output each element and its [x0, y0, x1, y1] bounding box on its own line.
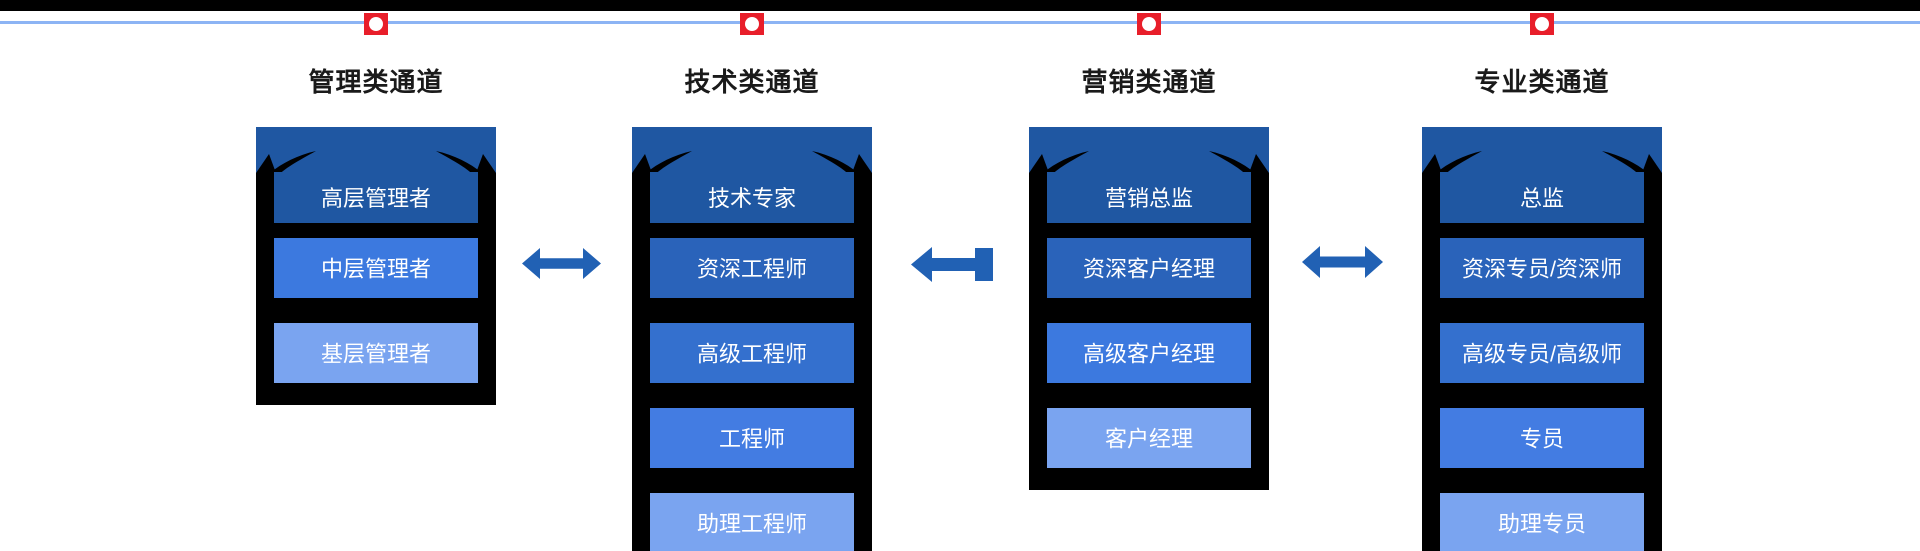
- double-arrow-shape: [522, 248, 601, 279]
- timeline-marker-technical: [740, 13, 764, 35]
- top-black-bar: [0, 0, 1920, 11]
- timeline-marker-marketing: [1137, 13, 1161, 35]
- level-box-technical-0: [650, 172, 854, 223]
- level-label-marketing-3: 客户经理: [1105, 427, 1193, 452]
- level-label-management-0: 高层管理者: [321, 186, 431, 211]
- channel-title-management: 管理类通道: [308, 67, 444, 97]
- channel-title-technical: 技术类通道: [684, 67, 820, 97]
- level-box-management-2: [274, 323, 478, 383]
- level-box-technical-1: [650, 238, 854, 298]
- cap-swoosh-left: [1043, 151, 1089, 177]
- level-box-marketing-2: [1047, 323, 1251, 383]
- level-box-professional-4: [1440, 493, 1644, 551]
- cap-swoosh-left: [646, 151, 692, 177]
- channel-cap: [632, 127, 872, 173]
- cap-swoosh-left: [270, 151, 316, 177]
- channel-cap: [1422, 127, 1662, 173]
- left-arrow-icon-technical-marketing: [911, 247, 993, 282]
- cap-corner-right: [1642, 154, 1662, 173]
- level-box-technical-4: [650, 493, 854, 551]
- level-label-technical-2: 高级工程师: [697, 342, 807, 367]
- level-label-professional-0: 总监: [1520, 186, 1564, 211]
- marker-dot-icon: [369, 17, 383, 31]
- timeline-marker-management: [364, 13, 388, 35]
- level-label-technical-3: 工程师: [719, 427, 785, 452]
- level-label-management-1: 中层管理者: [321, 257, 431, 282]
- level-box-marketing-0: [1047, 172, 1251, 223]
- marker-dot-icon: [1535, 17, 1549, 31]
- timeline-line: [0, 21, 1920, 24]
- marker-dot-icon: [1142, 17, 1156, 31]
- level-box-marketing-3: [1047, 408, 1251, 468]
- cap-corner-right: [1249, 154, 1269, 173]
- cap-swoosh-right: [1209, 151, 1255, 177]
- level-box-management-0: [274, 172, 478, 223]
- cap-swoosh-right: [1602, 151, 1648, 177]
- double-arrow-icon-marketing-professional: [1302, 246, 1383, 278]
- timeline-marker-professional: [1530, 13, 1554, 35]
- cap-swoosh-left: [1436, 151, 1482, 177]
- cap-corner-right: [476, 154, 496, 173]
- cap-swoosh-right: [436, 151, 482, 177]
- level-label-professional-1: 资深专员/资深师: [1462, 257, 1622, 282]
- level-label-marketing-2: 高级客户经理: [1083, 342, 1215, 367]
- level-label-professional-3: 专员: [1520, 427, 1564, 452]
- cap-corner-left: [1422, 154, 1442, 173]
- double-arrow-shape: [1302, 246, 1383, 278]
- level-box-marketing-1: [1047, 238, 1251, 298]
- channel-cap: [1029, 127, 1269, 173]
- level-box-professional-1: [1440, 238, 1644, 298]
- channel-title-professional: 专业类通道: [1474, 67, 1610, 97]
- level-label-marketing-1: 资深客户经理: [1083, 257, 1215, 282]
- level-label-technical-0: 技术专家: [708, 186, 796, 211]
- level-label-technical-4: 助理工程师: [697, 512, 807, 537]
- level-box-professional-2: [1440, 323, 1644, 383]
- level-label-professional-4: 助理专员: [1498, 512, 1586, 537]
- cap-swoosh-right: [812, 151, 858, 177]
- level-box-technical-3: [650, 408, 854, 468]
- level-box-management-1: [274, 238, 478, 298]
- level-label-marketing-0: 营销总监: [1105, 186, 1193, 211]
- level-box-professional-3: [1440, 408, 1644, 468]
- marker-dot-icon: [745, 17, 759, 31]
- double-arrow-icon-management-technical: [522, 248, 601, 279]
- level-label-management-2: 基层管理者: [321, 342, 431, 367]
- cap-corner-left: [1029, 154, 1049, 173]
- channel-cap: [256, 127, 496, 173]
- level-label-professional-2: 高级专员/高级师: [1462, 342, 1622, 367]
- cap-corner-right: [852, 154, 872, 173]
- level-box-technical-2: [650, 323, 854, 383]
- level-box-professional-0: [1440, 172, 1644, 223]
- cap-corner-left: [632, 154, 652, 173]
- left-arrow-shape: [911, 247, 993, 282]
- channel-title-marketing: 营销类通道: [1081, 67, 1217, 97]
- cap-corner-left: [256, 154, 276, 173]
- level-label-technical-1: 资深工程师: [697, 257, 807, 282]
